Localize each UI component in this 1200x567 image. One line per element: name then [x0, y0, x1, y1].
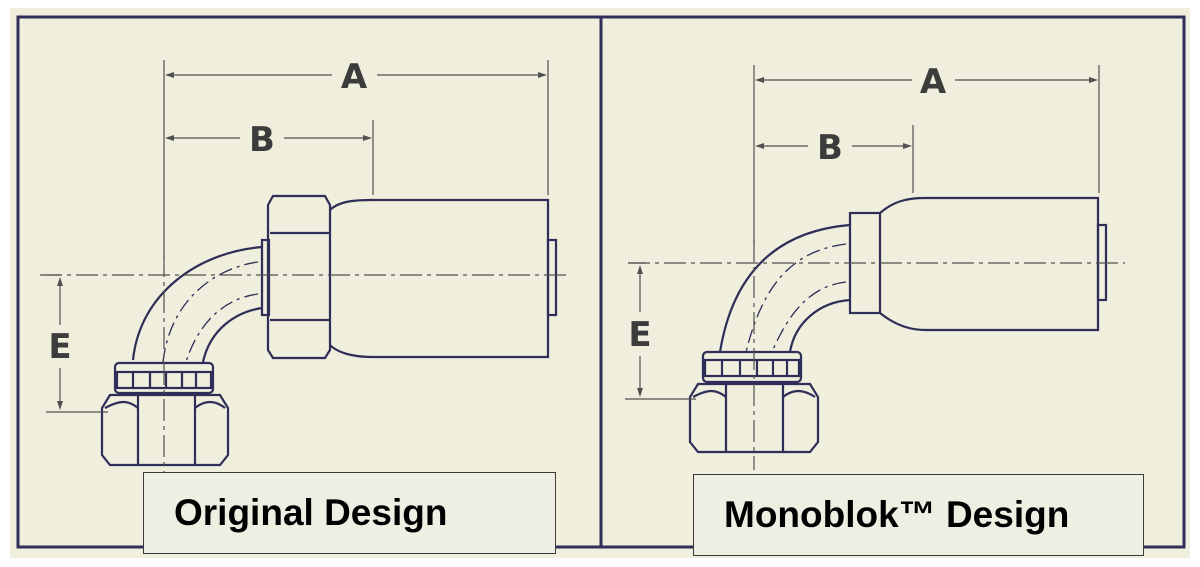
left-hex-nut	[266, 194, 332, 360]
right-swivel-ring	[701, 350, 803, 384]
left-dim-b-arrow-end	[363, 135, 372, 141]
left-elbow-bore-outer	[162, 261, 259, 363]
right-dim-e-arrow-bottom	[637, 388, 643, 397]
left-dim-a-arrow-end	[538, 72, 547, 78]
left-dim-a-label: A	[341, 57, 368, 97]
monoblok-design-caption-text: Monoblok™ Design	[724, 494, 1070, 535]
left-nut-collar	[260, 238, 271, 317]
right-dim-a-arrow-start	[755, 77, 764, 83]
monoblok-design-caption: Monoblok™ Design	[693, 474, 1144, 556]
right-dim-b-arrow-start	[755, 143, 764, 149]
original-design-caption-text: Original Design	[174, 492, 448, 533]
left-dimensions	[46, 60, 549, 413]
right-swivel-chamfer-1	[692, 389, 727, 398]
left-dim-a-arrow-start	[165, 72, 174, 78]
left-dim-e-arrow-top	[57, 277, 63, 286]
left-dim-b-label: B	[249, 120, 275, 160]
left-dim-b-arrow-start	[165, 135, 174, 141]
right-dim-e-arrow-top	[637, 265, 643, 274]
right-dim-a-label: A	[920, 62, 947, 102]
right-dim-a-arrow-end	[1089, 77, 1098, 83]
right-dim-e-label: E	[628, 315, 651, 355]
left-centerlines	[40, 255, 570, 480]
left-elbow-inner	[201, 306, 263, 363]
right-dim-b-label: B	[817, 128, 843, 168]
right-centerlines	[628, 240, 1125, 470]
left-elbow-outer	[131, 245, 263, 361]
left-panel-drawing	[100, 194, 558, 467]
left-swivel-chamfer-1	[104, 400, 139, 409]
right-dimensions	[625, 65, 1100, 400]
right-elbow-bore-inner	[771, 281, 847, 353]
left-dim-e-label: E	[48, 327, 71, 367]
right-elbow-bore-outer	[745, 243, 847, 353]
left-swivel-hex-nut	[100, 393, 230, 467]
right-swivel-hex-nut	[688, 382, 820, 454]
right-elbow-outer	[718, 223, 851, 353]
original-design-caption: Original Design	[143, 472, 556, 554]
right-dim-b-arrow-end	[903, 143, 912, 149]
left-dim-e-arrow-bottom	[57, 401, 63, 410]
right-swivel-ring-band	[703, 358, 801, 378]
left-swivel-chamfer-2	[194, 400, 226, 409]
left-elbow-bore-inner	[185, 293, 259, 363]
right-swivel-chamfer-2	[782, 389, 816, 398]
right-elbow-inner	[788, 298, 851, 353]
left-shell-end-cap	[546, 238, 558, 317]
